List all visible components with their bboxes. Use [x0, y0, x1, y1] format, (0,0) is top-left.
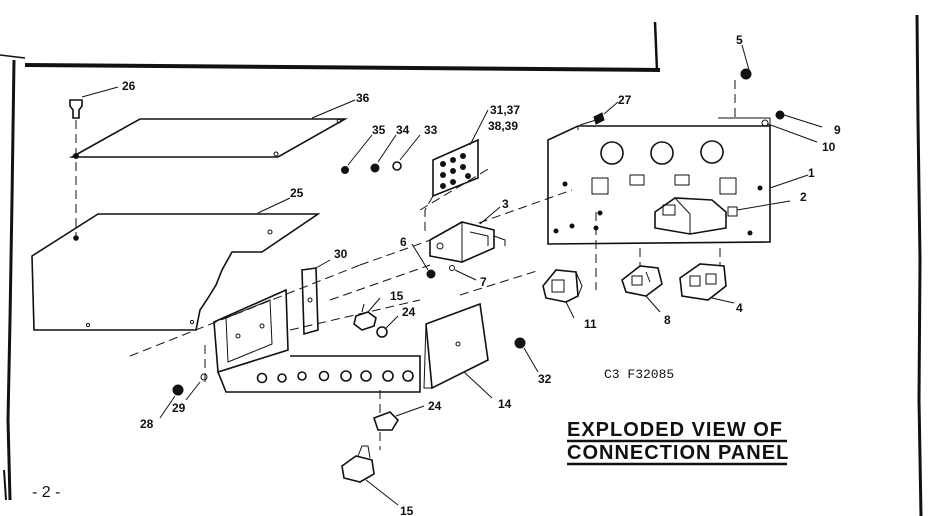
callout-28: 28: [140, 417, 154, 431]
housing-25: [31, 197, 321, 331]
connector-11: [542, 269, 583, 319]
screw-32: [514, 337, 539, 373]
relay-3: [429, 206, 506, 263]
callout-9: 9: [834, 123, 841, 137]
callout-6: 6: [400, 235, 407, 249]
bracket-30: [301, 259, 331, 336]
catalog-code: C3 F32085: [604, 367, 674, 382]
screw-26: [69, 86, 119, 119]
title-line-2: CONNECTION PANEL: [567, 442, 789, 464]
callout-8: 8: [664, 313, 671, 327]
callout-24-lower: 24: [428, 399, 442, 413]
callout-30: 30: [334, 247, 348, 261]
callout-36: 36: [356, 91, 370, 105]
callout-33: 33: [424, 123, 438, 137]
callout-10: 10: [822, 140, 836, 154]
callout-15-upper: 15: [390, 289, 404, 303]
callout-5: 5: [736, 33, 743, 47]
hardware-15-24-lower: [341, 405, 425, 506]
callout-24-upper: 24: [402, 305, 416, 319]
cover-plate-36: [68, 99, 356, 159]
callout-1: 1: [808, 166, 815, 180]
hardware-28-29: [159, 373, 208, 419]
callout-26: 26: [122, 79, 136, 93]
chassis-plate: [213, 288, 421, 393]
callout-27: 27: [618, 93, 632, 107]
callout-35: 35: [372, 123, 386, 137]
title-line-1: EXPLODED VIEW OF: [567, 419, 783, 441]
callout-4: 4: [736, 301, 743, 315]
callout-34: 34: [396, 123, 410, 137]
page-number: - 2 -: [32, 484, 60, 501]
page-frame: [0, 14, 923, 516]
callout-38-39: 38,39: [488, 119, 518, 133]
callout-29: 29: [172, 401, 186, 415]
plate-14: [423, 302, 493, 399]
callout-32: 32: [538, 372, 552, 386]
callout-2: 2: [800, 190, 807, 204]
callout-14: 14: [498, 397, 512, 411]
connector-4: [679, 263, 735, 304]
connector-8: [621, 265, 663, 313]
callout-3: 3: [502, 197, 509, 211]
main-panel-1: [547, 117, 809, 245]
callout-31-37: 31,37: [490, 103, 520, 117]
terminal-board-31-39: [424, 109, 489, 235]
switch-2: [654, 197, 791, 235]
callout-11: 11: [584, 317, 597, 331]
callout-7: 7: [480, 275, 487, 289]
hardware-6-7: [411, 243, 477, 281]
hardware-15-24-upper: [353, 297, 399, 338]
callout-25: 25: [290, 186, 304, 200]
callout-15-lower: 15: [400, 504, 414, 516]
hardware-33-34-35: [341, 134, 421, 174]
hardware-5-9-10-27: [579, 44, 823, 143]
